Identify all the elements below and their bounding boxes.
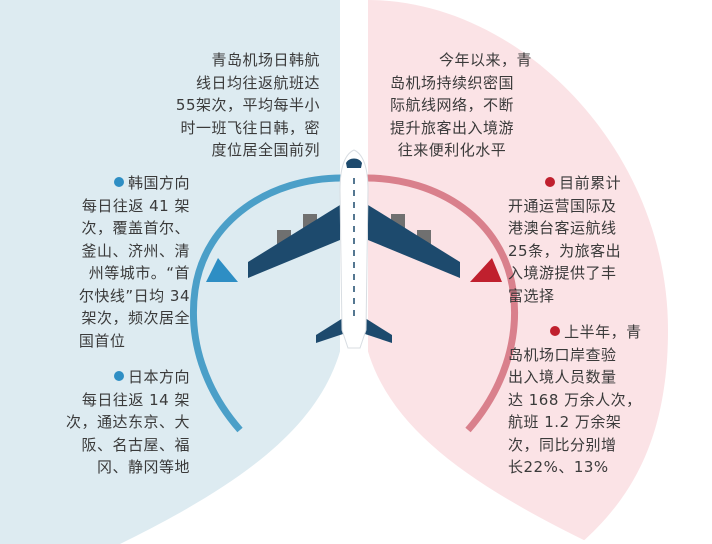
left-half-circle (40, 0, 340, 544)
routes-line: 入境游提供了丰 (508, 264, 617, 282)
first-half-title: 上半年，青 (564, 323, 642, 341)
routes-line: 开通运营国际及 (508, 196, 617, 215)
japan-line: 每日往返 14 架 (81, 390, 190, 409)
korea-line: 尔快线”日均 34 (78, 286, 190, 305)
japan-heading: 日本方向 (66, 366, 190, 389)
bullet-dot-icon (545, 177, 556, 187)
japan-title: 日本方向 (127, 368, 190, 386)
korea-line: 架次，频次居全 (81, 309, 190, 327)
first-half-line: 达 168 万余人次， (508, 390, 642, 409)
right-top-text: 今年以来，青 岛机场持续织密国 际航线网络，不断 提升旅客出入境游 往来便利化水… (372, 49, 532, 162)
left-top-text: 青岛机场日韩航 线日均往返航班达 55架次，平均每半小 时一班飞往日韩，密 度位… (176, 49, 320, 162)
first-half-line: 岛机场口岸查验 (508, 345, 617, 364)
korea-line: 国首位 (78, 331, 126, 350)
cockpit (346, 158, 362, 168)
routes-line: 港澳台客运航线 (508, 219, 617, 237)
japan-line: 冈、静冈等地 (96, 458, 190, 476)
japan-line: 次，通达东京、大 (65, 413, 190, 431)
right-arc (365, 174, 519, 433)
first-half-line: 次，同比分别增 (508, 435, 617, 454)
korea-heading: 韩国方向 (79, 172, 190, 195)
left-tail (316, 318, 343, 343)
fuselage (339, 149, 369, 349)
routes-title: 目前累计 (559, 174, 622, 192)
first-half-heading: 上半年，青 (508, 321, 642, 344)
routes-line: 富选择 (508, 286, 555, 305)
left-arc (189, 174, 343, 433)
japan-line: 阪、名古屋、福 (81, 435, 190, 454)
airplane-icon (248, 149, 460, 349)
korea-line: 州等城市。“首 (88, 264, 190, 282)
left-top-line: 青岛机场日韩航 (211, 51, 320, 69)
left-top-line: 时一班飞往日韩，密 (180, 118, 320, 137)
right-top-line: 际航线网络，不断 (389, 96, 514, 114)
first-half-section: 上半年，青 岛机场口岸查验 出入境人员数量 达 168 万余人次， 航班 1.2… (508, 321, 642, 479)
routes-heading: 目前累计 (508, 172, 621, 195)
right-half-circle (368, 0, 668, 544)
right-top-line: 岛机场持续织密国 (389, 73, 514, 92)
left-panel-shape (0, 0, 340, 544)
routes-line: 25条，为旅客出 (508, 241, 622, 260)
left-top-line: 度位居全国前列 (211, 141, 320, 159)
first-half-line: 航班 1.2 万余架 (508, 413, 622, 431)
first-half-line: 出入境人员数量 (508, 368, 617, 386)
right-top-line: 提升旅客出入境游 (389, 118, 514, 137)
left-top-line: 线日均往返航班达 (195, 73, 320, 92)
right-top-line: 往来便利化水平 (397, 141, 507, 159)
korea-line: 次，覆盖首尔、 (81, 219, 190, 237)
right-triangle-pointer-icon (470, 258, 502, 282)
left-triangle-pointer-icon (206, 258, 238, 282)
bullet-dot-icon (113, 177, 124, 187)
bullet-dot-icon (113, 371, 124, 381)
first-half-line: 长22%、13% (508, 458, 609, 476)
korea-section: 韩国方向 每日往返 41 架 次，覆盖首尔、 釜山、济州、清 州等城市。“首 尔… (79, 172, 190, 352)
right-wing (368, 205, 460, 278)
right-tail (365, 318, 392, 343)
right-top-line: 今年以来，青 (438, 51, 532, 69)
japan-section: 日本方向 每日往返 14 架 次，通达东京、大 阪、名古屋、福 冈、静冈等地 (66, 366, 190, 479)
korea-line: 每日往返 41 架 (81, 196, 190, 215)
bullet-dot-icon (550, 326, 561, 336)
routes-section: 目前累计 开通运营国际及 港澳台客运航线 25条，为旅客出 入境游提供了丰 富选… (508, 172, 621, 307)
korea-title: 韩国方向 (127, 174, 190, 192)
korea-line: 釜山、济州、清 (81, 241, 190, 260)
left-wing (248, 205, 340, 278)
contrail (120, 330, 592, 544)
left-top-line: 55架次，平均每半小 (175, 96, 320, 114)
